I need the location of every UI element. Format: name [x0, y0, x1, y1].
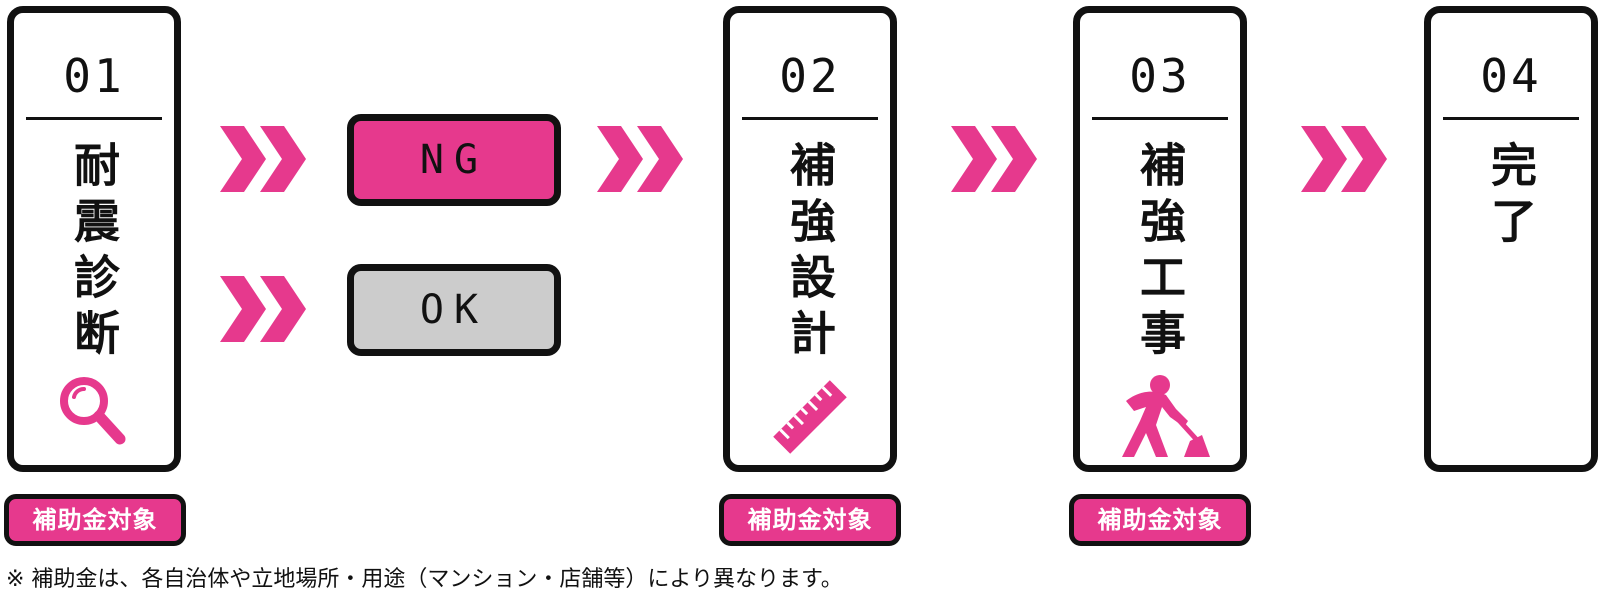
step-title: 完了: [1484, 141, 1538, 253]
step-number: 01: [63, 49, 125, 103]
step-number: 02: [779, 49, 841, 103]
step-03-card: 03 補強工事: [1073, 6, 1247, 472]
step-01-card: 01 耐震診断: [7, 6, 181, 472]
double-chevron-icon: [951, 126, 1037, 192]
step-title: 補強工事: [1133, 141, 1187, 365]
divider: [26, 117, 162, 120]
step-title: 耐震診断: [67, 141, 121, 365]
step-title: 補強設計: [783, 141, 837, 365]
subsidy-badge: 補助金対象: [4, 494, 186, 546]
magnifier-icon: [60, 377, 126, 445]
footnote: ※ 補助金は、各自治体や立地場所・用途（マンション・店舗等）により異なります。: [6, 567, 843, 592]
divider: [1092, 117, 1228, 120]
result-ok-box: OK: [347, 264, 561, 356]
double-chevron-icon: [1301, 126, 1387, 192]
divider: [742, 117, 878, 120]
double-chevron-icon: [597, 126, 683, 192]
divider: [1443, 117, 1579, 120]
subsidy-badge: 補助金対象: [719, 494, 901, 546]
step-number: 03: [1129, 49, 1191, 103]
subsidy-badge: 補助金対象: [1069, 494, 1251, 546]
result-ng-box: NG: [347, 114, 561, 206]
step-02-card: 02 補強設計: [723, 6, 897, 472]
double-chevron-icon: [220, 126, 306, 192]
step-number: 04: [1480, 49, 1542, 103]
step-04-card: 04 完了: [1424, 6, 1598, 472]
ruler-icon: [773, 380, 847, 454]
construction-worker-icon: [1122, 375, 1210, 457]
double-chevron-icon: [220, 276, 306, 342]
